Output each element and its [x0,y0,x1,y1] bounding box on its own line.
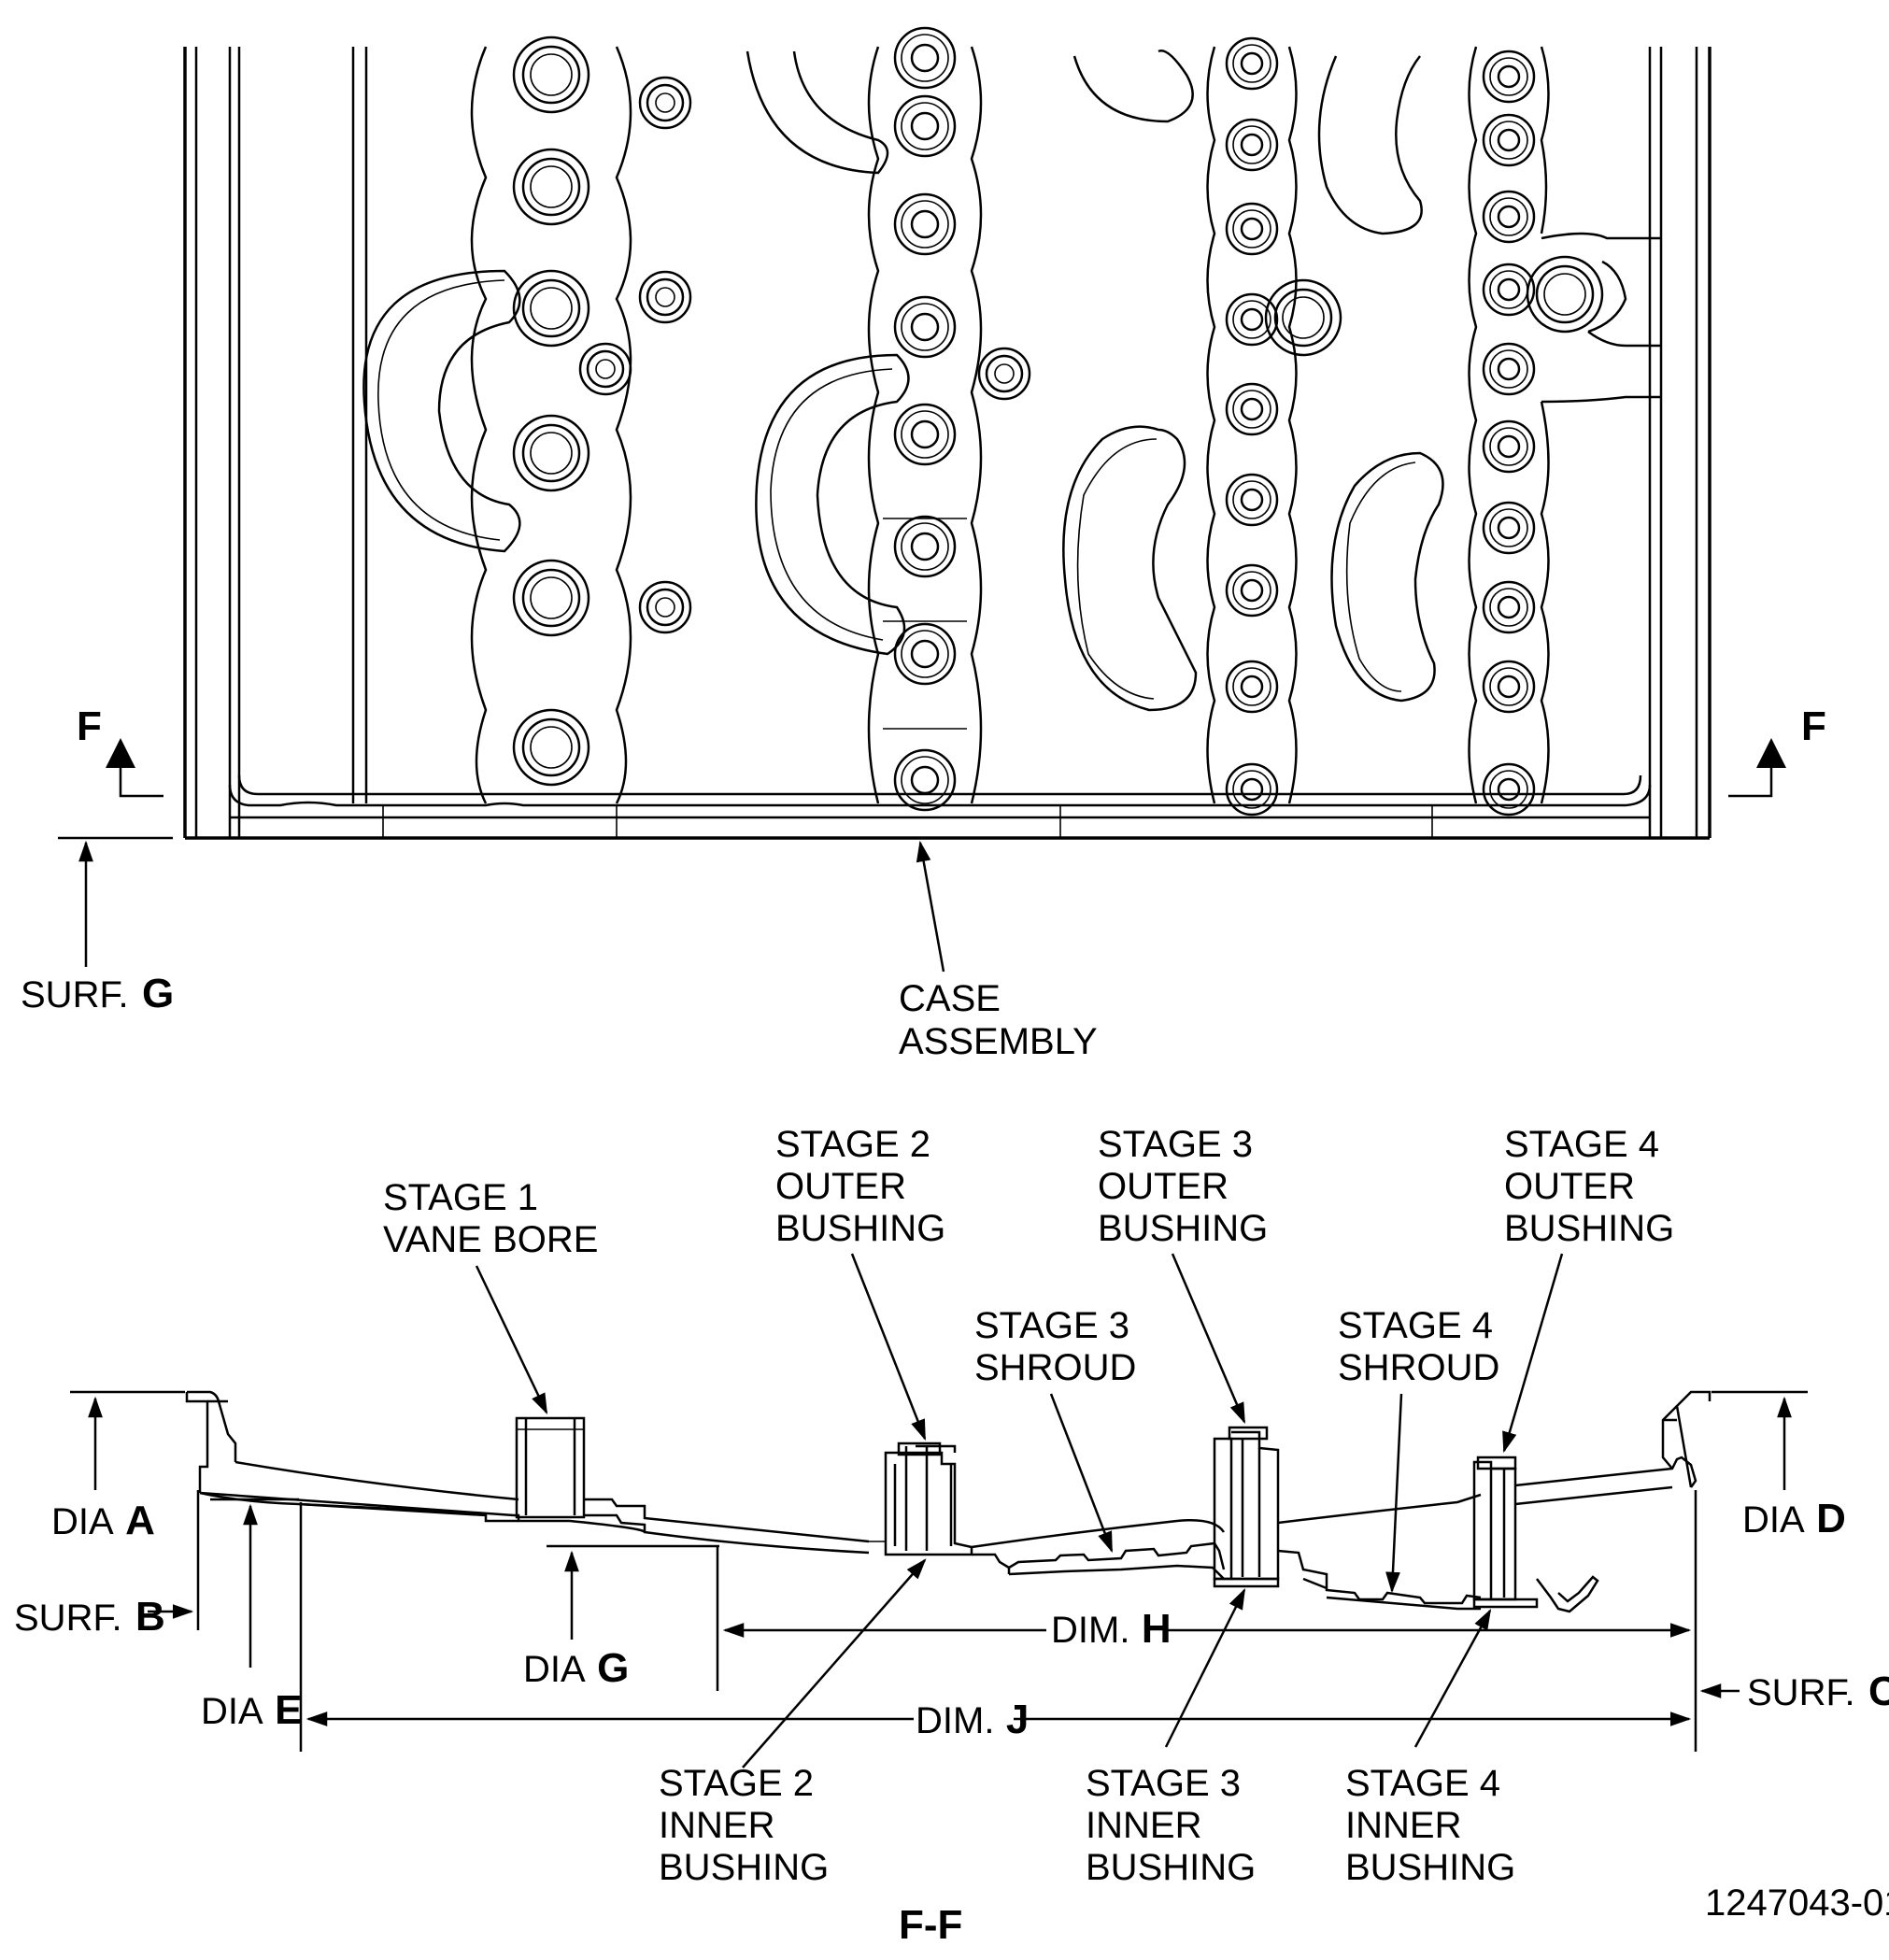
stage4-outer-line-3: BUSHING [1504,1208,1674,1249]
top-view [183,26,1711,840]
section-marker-right-letter: F [1801,703,1826,749]
stage3-inner-line-3: BUSHING [1086,1847,1256,1888]
stage4-shroud-callout: STAGE 4 SHROUD [1338,1305,1499,1594]
dim-j-prefix: DIM. [916,1700,994,1741]
svg-text:SURF. G: SURF. G [21,971,174,1016]
stage2-outer-line-1: STAGE 2 [775,1124,930,1165]
dia-e-letter: E [275,1687,302,1733]
stage3-shroud-callout: STAGE 3 SHROUD [974,1305,1136,1554]
svg-text:SURF. B: SURF. B [14,1594,165,1640]
stage4-inner-callout: STAGE 4 INNER BUSHING [1345,1609,1515,1888]
svg-text:DIM. H: DIM. H [1051,1606,1172,1652]
section-marker-right: F [1728,703,1826,798]
stage3-outer-line-1: STAGE 3 [1098,1124,1253,1165]
dim-h-letter: H [1142,1606,1172,1652]
svg-text:DIA D: DIA D [1742,1496,1846,1541]
dia-a-dimension: DIA A [51,1390,185,1543]
stage4-outer-line-1: STAGE 4 [1504,1124,1659,1165]
surf-b-prefix: SURF. [14,1598,122,1639]
surf-b-callout: SURF. B [14,1490,200,1640]
dia-g-letter: G [597,1645,629,1691]
dia-a-prefix: DIA [51,1501,114,1542]
stage4-outer-callout: STAGE 4 OUTER BUSHING [1502,1124,1674,1454]
surf-c-prefix: SURF. [1747,1672,1855,1713]
stage2-outer-callout: STAGE 2 OUTER BUSHING [775,1124,945,1442]
stage2-inner-line-2: INNER [659,1805,774,1846]
surf-g-letter: G [142,971,174,1016]
stage2-inner-line-1: STAGE 2 [659,1763,814,1804]
stage3-outer-line-3: BUSHING [1098,1208,1268,1249]
section-profile [185,1390,1711,1613]
dia-g-dimension: DIA G [523,1544,719,1691]
dia-d-letter: D [1816,1496,1846,1541]
svg-text:SURF. C: SURF. C [1747,1669,1889,1714]
stage1-vane-bore-callout: STAGE 1 VANE BORE [383,1177,598,1415]
section-marker-left-letter: F [77,703,102,749]
case-assembly-callout: CASE ASSEMBLY [899,840,1098,1062]
case-assembly-line-2: ASSEMBLY [899,1021,1098,1062]
section-marker-left: F [77,703,163,798]
stage3-inner-line-2: INNER [1086,1805,1201,1846]
dim-j-dimension: DIM. J [305,1697,1692,1742]
stage1-vane-bore-line-1: STAGE 1 [383,1177,538,1218]
svg-text:DIA G: DIA G [523,1645,629,1691]
stage2-inner-line-3: BUSHING [659,1847,829,1888]
stage3-outer-callout: STAGE 3 OUTER BUSHING [1098,1124,1268,1425]
surf-g-prefix: SURF. [21,974,129,1016]
surf-g-callout: SURF. G [21,836,174,1016]
stage2-outer-line-2: OUTER [775,1166,906,1207]
dia-a-letter: A [125,1498,155,1543]
stage2-inner-callout: STAGE 2 INNER BUSHING [659,1558,927,1888]
svg-text:DIM. J: DIM. J [916,1697,1029,1742]
stage3-shroud-line-1: STAGE 3 [974,1305,1129,1346]
dia-d-prefix: DIA [1742,1499,1805,1541]
figure-number: 1247043-01 [1705,1882,1889,1924]
arrow-up-icon [106,738,135,768]
stage2-outer-line-3: BUSHING [775,1208,945,1249]
stage1-vane-bore-line-2: VANE BORE [383,1219,598,1260]
surf-c-letter: C [1868,1669,1889,1714]
dim-h-dimension: DIM. H [722,1490,1697,1752]
dia-e-dimension: DIA E [201,1498,303,1752]
svg-text:DIA E: DIA E [201,1687,303,1733]
svg-text:DIA A: DIA A [51,1498,155,1543]
surf-c-callout: SURF. C [1699,1669,1889,1714]
stage3-shroud-line-2: SHROUD [974,1347,1136,1388]
stage3-outer-line-2: OUTER [1098,1166,1229,1207]
stage4-inner-line-1: STAGE 4 [1345,1763,1500,1804]
dia-d-dimension: DIA D [1711,1390,1846,1541]
stage3-inner-line-1: STAGE 3 [1086,1763,1241,1804]
section-title: F-F [899,1902,962,1948]
stage4-inner-line-3: BUSHING [1345,1847,1515,1888]
dim-j-letter: J [1006,1697,1029,1742]
stage4-shroud-line-2: SHROUD [1338,1347,1499,1388]
surf-b-letter: B [135,1594,165,1640]
dia-e-prefix: DIA [201,1691,263,1732]
stage3-inner-callout: STAGE 3 INNER BUSHING [1086,1587,1256,1888]
stage4-inner-line-2: INNER [1345,1805,1461,1846]
dia-g-prefix: DIA [523,1649,586,1690]
arrow-up-icon [1756,738,1786,768]
stage4-shroud-line-1: STAGE 4 [1338,1305,1493,1346]
stage4-outer-line-2: OUTER [1504,1166,1635,1207]
dim-h-prefix: DIM. [1051,1610,1129,1651]
case-assembly-line-1: CASE [899,978,1001,1019]
